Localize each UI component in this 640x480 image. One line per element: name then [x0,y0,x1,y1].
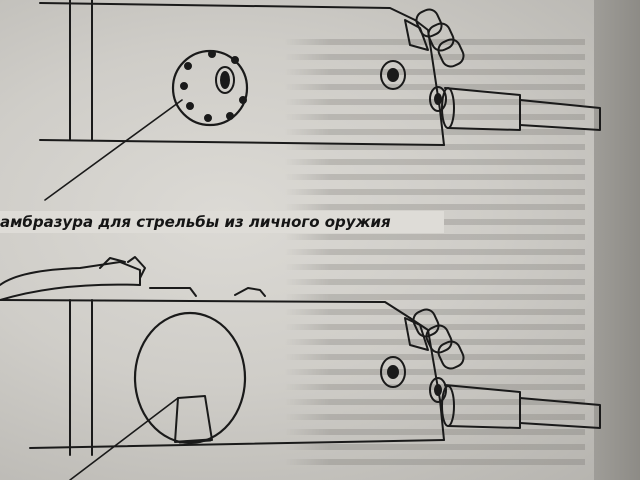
pistol-port-flange [171,49,249,127]
smoke-launchers-top [380,8,465,112]
round-loading-hatch [133,311,247,445]
bottom-turret-drawing [0,256,601,480]
figure-caption: амбразура для стрельбы из личного оружия [0,211,444,233]
top-turret-drawing [39,0,601,201]
smoke-launchers-bottom [380,308,465,403]
page-edge-shadow [594,0,640,480]
gun-barrel-bottom [441,384,601,429]
gun-barrel-top [441,87,601,131]
background-text-column [285,30,585,470]
